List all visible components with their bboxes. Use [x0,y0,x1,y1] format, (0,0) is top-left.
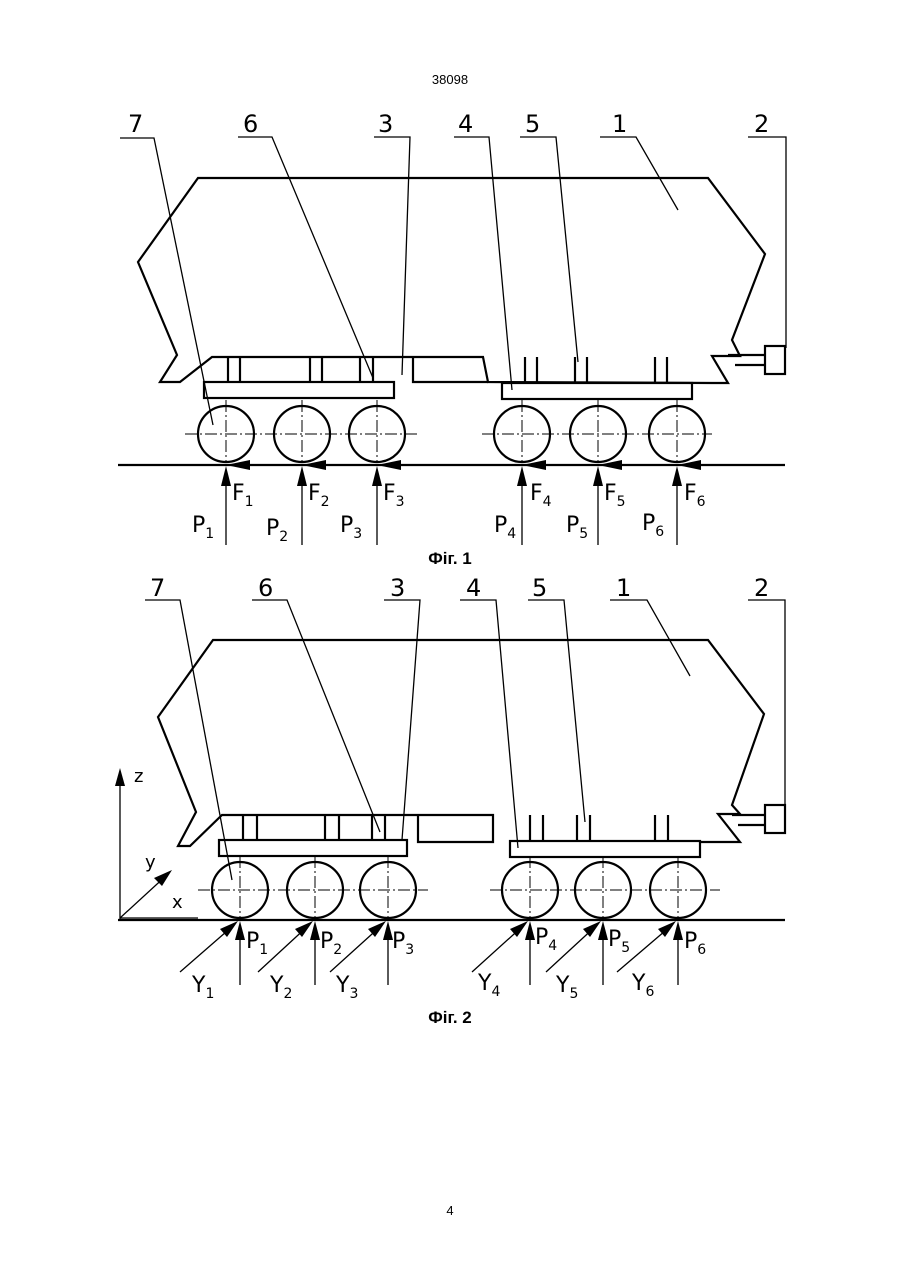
wheelsets [212,856,706,918]
load-label-p4: P4 [494,513,516,542]
callout-3: 3 [378,110,393,138]
lateral-labels: Y1 Y2 Y3 Y4 Y5 Y6 [191,971,654,1002]
callout-2: 2 [754,574,769,602]
page-number: 4 [0,1203,900,1218]
figure-1-diagram: 7 6 3 4 5 1 2 F1 F2 F3 F4 F5 F6 P1 P2 P3… [0,0,900,560]
car-body [138,178,765,383]
force-label-f6: F6 [684,481,706,510]
bogie-frame-left [204,357,394,398]
force-label-f1: F1 [232,481,254,510]
callout-4: 4 [466,574,481,602]
callout-3: 3 [390,574,405,602]
load-label-p2: P2 [266,516,288,545]
callout-7: 7 [150,574,165,602]
figure-2-diagram: z y x 7 6 3 4 5 1 2 P1 [0,570,900,1010]
lateral-label-y1: Y1 [191,973,214,1002]
axis-label-y: y [145,852,156,873]
axis-labels: z y x [134,766,183,913]
axis-label-z: z [134,766,143,787]
force-label-f3: F3 [383,481,405,510]
bogie-frame-right [502,357,692,399]
load-label-p5: P5 [566,513,588,542]
force-label-f2: F2 [308,481,330,510]
load-label-p1: P1 [192,513,214,542]
load-label-p4: P4 [535,925,557,954]
load-label-p3: P3 [392,929,414,958]
car-body [158,640,764,846]
load-label-p6: P6 [642,511,664,540]
lateral-label-y5: Y5 [555,973,578,1002]
force-label-f5: F5 [604,481,626,510]
figure-1-caption: Фіг. 1 [0,549,900,569]
callout-1: 1 [616,574,631,602]
callout-numbers: 7 6 3 4 5 1 2 [150,574,769,602]
load-label-p6: P6 [684,929,706,958]
callout-5: 5 [525,110,540,138]
callout-4: 4 [458,110,473,138]
force-label-f4: F4 [530,481,552,510]
bogie-frame-right [510,815,700,857]
figure-2-caption: Фіг. 2 [0,1008,900,1028]
callout-leaders [145,600,785,880]
callout-5: 5 [532,574,547,602]
callout-6: 6 [258,574,273,602]
wheelsets [198,400,705,462]
bogie-frame-left [219,815,407,856]
load-label-p5: P5 [608,927,630,956]
coordinate-axes [115,768,198,920]
load-label-p3: P3 [340,513,362,542]
lateral-label-y6: Y6 [631,971,654,1000]
load-label-p1: P1 [246,929,268,958]
load-label-p2: P2 [320,929,342,958]
load-labels: P1 P2 P3 P4 P5 P6 [192,511,664,545]
callout-1: 1 [612,110,627,138]
axis-label-x: x [172,892,183,913]
callout-numbers: 7 6 3 4 5 1 2 [128,110,769,138]
callout-7: 7 [128,110,143,138]
callout-2: 2 [754,110,769,138]
sensor-unit [732,805,785,833]
lateral-label-y3: Y3 [335,973,358,1002]
lateral-label-y4: Y4 [477,971,500,1000]
lateral-label-y2: Y2 [269,973,292,1002]
callout-6: 6 [243,110,258,138]
